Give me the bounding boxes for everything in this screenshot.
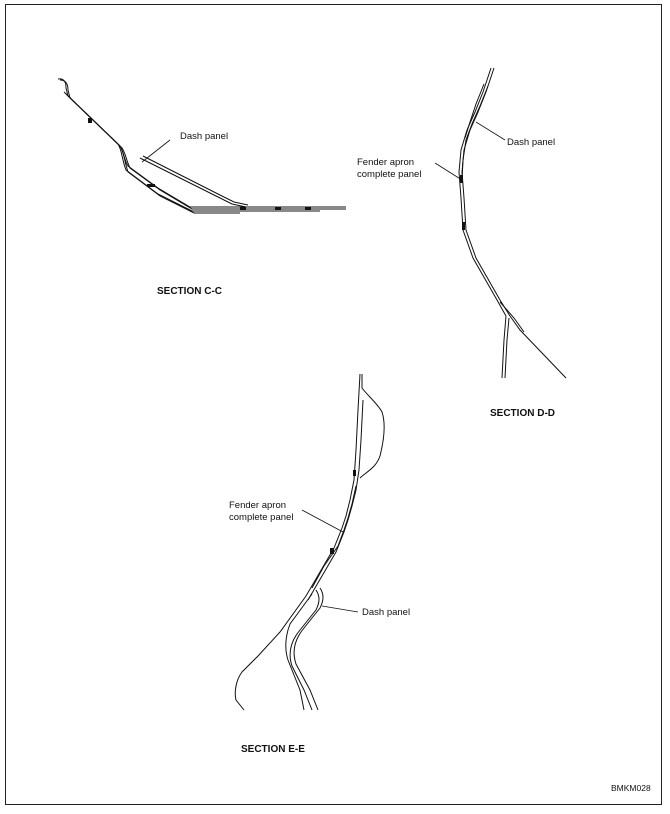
- fender-apron-label-d-d-line2: complete panel: [357, 169, 422, 180]
- dash-panel-label-e-e: Dash panel: [362, 607, 411, 618]
- section-d-d-title: SECTION D-D: [490, 408, 555, 419]
- figure-code: BMKM028: [611, 783, 651, 793]
- section-c-c-drawing: [57, 78, 346, 214]
- section-e-e-title: SECTION E-E: [241, 744, 305, 755]
- dash-panel-label-d-d: Dash panel: [507, 137, 556, 148]
- section-d-d-drawing: [434, 67, 567, 379]
- fender-apron-label-e-e-line2: complete panel: [229, 512, 294, 523]
- fender-apron-label-d-d-line1: Fender apron: [357, 157, 415, 168]
- dash-panel-label-c-c: Dash panel: [180, 131, 229, 142]
- fender-apron-label-e-e-line1: Fender apron: [229, 500, 287, 511]
- section-c-c-title: SECTION C-C: [157, 286, 222, 297]
- section-e-e-drawing: [234, 373, 385, 711]
- figure-frame: [5, 4, 662, 805]
